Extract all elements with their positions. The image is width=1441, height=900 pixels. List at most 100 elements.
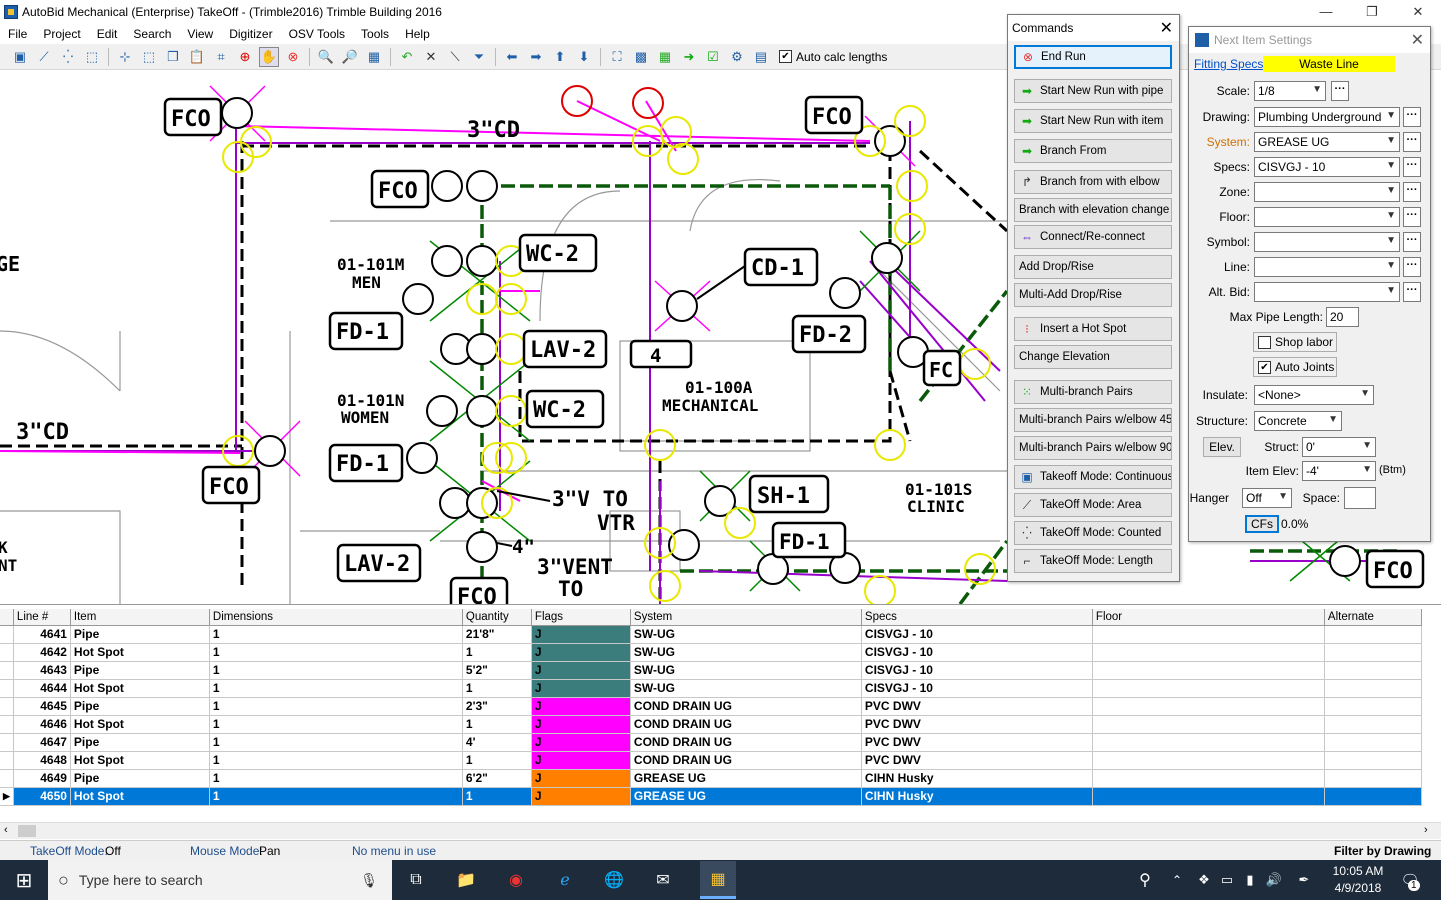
floor-cell[interactable] bbox=[1092, 661, 1325, 680]
auto-joints-checkbox[interactable]: ✔ bbox=[1258, 360, 1271, 374]
line-more-button[interactable]: ··· bbox=[1403, 257, 1421, 277]
row-indicator[interactable] bbox=[0, 697, 14, 716]
floor-more-button[interactable]: ··· bbox=[1403, 207, 1421, 227]
hanger-combo[interactable]: Off▼ bbox=[1242, 488, 1292, 508]
mail-icon[interactable]: ✉ bbox=[656, 872, 670, 889]
row-indicator[interactable] bbox=[0, 661, 14, 680]
row-indicator[interactable] bbox=[0, 769, 14, 788]
item-cell[interactable]: Pipe bbox=[70, 625, 210, 644]
select-area-icon[interactable]: ⬚ bbox=[85, 48, 99, 64]
floor-cell[interactable] bbox=[1092, 679, 1325, 698]
quantity-cell[interactable]: 4' bbox=[462, 733, 532, 752]
column-header[interactable]: Specs bbox=[861, 609, 1093, 626]
undo-icon[interactable]: ↶ bbox=[401, 48, 413, 64]
scale-more-button[interactable]: ··· bbox=[1331, 81, 1349, 101]
system-cell[interactable]: SW-UG bbox=[630, 661, 862, 680]
fitting-specs-link[interactable]: Fitting Specs: bbox=[1194, 57, 1267, 71]
line-number[interactable]: 4650 bbox=[13, 787, 71, 806]
command-button[interactable]: ➡Start New Run with pipe bbox=[1014, 79, 1172, 103]
line-number[interactable]: 4642 bbox=[13, 643, 71, 662]
quantity-cell[interactable]: 1 bbox=[462, 751, 532, 770]
alternate-cell[interactable] bbox=[1324, 679, 1422, 698]
alternate-cell[interactable] bbox=[1324, 751, 1422, 770]
command-button[interactable]: Multi-branch Pairs w/elbow 45 bbox=[1014, 408, 1172, 432]
dimensions-cell[interactable]: 1 bbox=[209, 787, 463, 806]
menu-edit[interactable]: Edit bbox=[96, 26, 118, 41]
line-number[interactable]: 4646 bbox=[13, 715, 71, 734]
dimensions-cell[interactable]: 1 bbox=[209, 625, 463, 644]
command-button[interactable]: Add Drop/Rise bbox=[1014, 255, 1172, 279]
command-button[interactable]: Multi-Add Drop/Rise bbox=[1014, 283, 1172, 307]
line-number[interactable]: 4649 bbox=[13, 769, 71, 788]
row-indicator[interactable] bbox=[0, 679, 14, 698]
network-icon[interactable]: ▭ bbox=[1220, 872, 1234, 887]
scroll-left-icon[interactable]: ‹ bbox=[4, 824, 8, 836]
floor-cell[interactable] bbox=[1092, 769, 1325, 788]
menu-project[interactable]: Project bbox=[43, 26, 81, 41]
item-cell[interactable]: Pipe bbox=[70, 661, 210, 680]
system-cell[interactable]: SW-UG bbox=[630, 643, 862, 662]
restore-button[interactable]: ❐ bbox=[1366, 4, 1378, 19]
command-button[interactable]: ➡Branch From bbox=[1014, 139, 1172, 163]
battery-icon[interactable]: ▮ bbox=[1246, 872, 1254, 887]
flag-cell[interactable]: J bbox=[531, 679, 631, 698]
floor-cell[interactable] bbox=[1092, 787, 1325, 806]
command-button[interactable]: ⇔Connect/Re-connect bbox=[1014, 225, 1172, 249]
shop-labor-checkbox[interactable] bbox=[1258, 335, 1271, 349]
flag-cell[interactable]: J bbox=[531, 787, 631, 806]
arrow-right-icon[interactable]: ➡ bbox=[530, 48, 542, 64]
command-button[interactable]: Change Elevation bbox=[1014, 345, 1172, 369]
specs-cell[interactable]: PVC DWV bbox=[861, 715, 1093, 734]
diagonal-line-icon[interactable]: ⟋ bbox=[39, 48, 49, 64]
fit-page-icon[interactable]: ⛶ bbox=[612, 48, 622, 64]
row-indicator[interactable] bbox=[0, 715, 14, 734]
close-button[interactable]: ✕ bbox=[1412, 4, 1424, 19]
chrome-icon[interactable]: ◉ bbox=[509, 872, 523, 889]
flag-cell[interactable]: J bbox=[531, 625, 631, 644]
menu-digitizer[interactable]: Digitizer bbox=[229, 26, 273, 41]
floor-cell[interactable] bbox=[1092, 625, 1325, 644]
system-cell[interactable]: GREASE UG bbox=[630, 787, 862, 806]
table-icon[interactable]: ▦ bbox=[658, 48, 672, 64]
quantity-cell[interactable]: 21'8" bbox=[462, 625, 532, 644]
scroll-thumb[interactable] bbox=[18, 825, 36, 837]
flag-cell[interactable]: J bbox=[531, 697, 631, 716]
dropbox-icon[interactable]: ❖ bbox=[1198, 872, 1210, 887]
arrow-down-icon[interactable]: ⬇ bbox=[578, 48, 590, 64]
system-more-button[interactable]: ··· bbox=[1403, 132, 1421, 152]
specs-cell[interactable]: CISVGJ - 10 bbox=[861, 625, 1093, 644]
screen-icon[interactable]: ▣ bbox=[13, 48, 27, 64]
display-icon[interactable]: ▤ bbox=[754, 48, 768, 64]
command-button[interactable]: ▣Takeoff Mode: Continuous bbox=[1014, 465, 1172, 489]
row-indicator[interactable] bbox=[0, 625, 14, 644]
crop-icon[interactable]: ⌗ bbox=[217, 48, 225, 64]
zone-combo[interactable]: ▼ bbox=[1254, 182, 1400, 202]
flag-cell[interactable]: J bbox=[531, 733, 631, 752]
item-cell[interactable]: Hot Spot bbox=[70, 715, 210, 734]
alternate-cell[interactable] bbox=[1324, 625, 1422, 644]
specs-cell[interactable]: CISVGJ - 10 bbox=[861, 661, 1093, 680]
alternate-cell[interactable] bbox=[1324, 787, 1422, 806]
dimensions-cell[interactable]: 1 bbox=[209, 679, 463, 698]
flag-cell[interactable]: J bbox=[531, 661, 631, 680]
next-item-close-icon[interactable]: ✕ bbox=[1410, 32, 1424, 49]
command-button[interactable]: ➡Start New Run with item bbox=[1014, 109, 1172, 133]
menu-tools[interactable]: Tools bbox=[361, 26, 390, 41]
alternate-cell[interactable] bbox=[1324, 715, 1422, 734]
column-header[interactable]: Dimensions bbox=[209, 609, 463, 626]
structure-combo[interactable]: Concrete▼ bbox=[1254, 411, 1342, 431]
dimensions-cell[interactable]: 1 bbox=[209, 751, 463, 770]
item-elev-combo[interactable]: -4'▼ bbox=[1302, 461, 1376, 481]
alternate-cell[interactable] bbox=[1324, 769, 1422, 788]
line-number[interactable]: 4643 bbox=[13, 661, 71, 680]
column-header[interactable]: Floor bbox=[1092, 609, 1325, 626]
command-button[interactable]: ↱Branch from with elbow bbox=[1014, 170, 1172, 194]
drawing-more-button[interactable]: ··· bbox=[1403, 107, 1421, 127]
floor-cell[interactable] bbox=[1092, 715, 1325, 734]
